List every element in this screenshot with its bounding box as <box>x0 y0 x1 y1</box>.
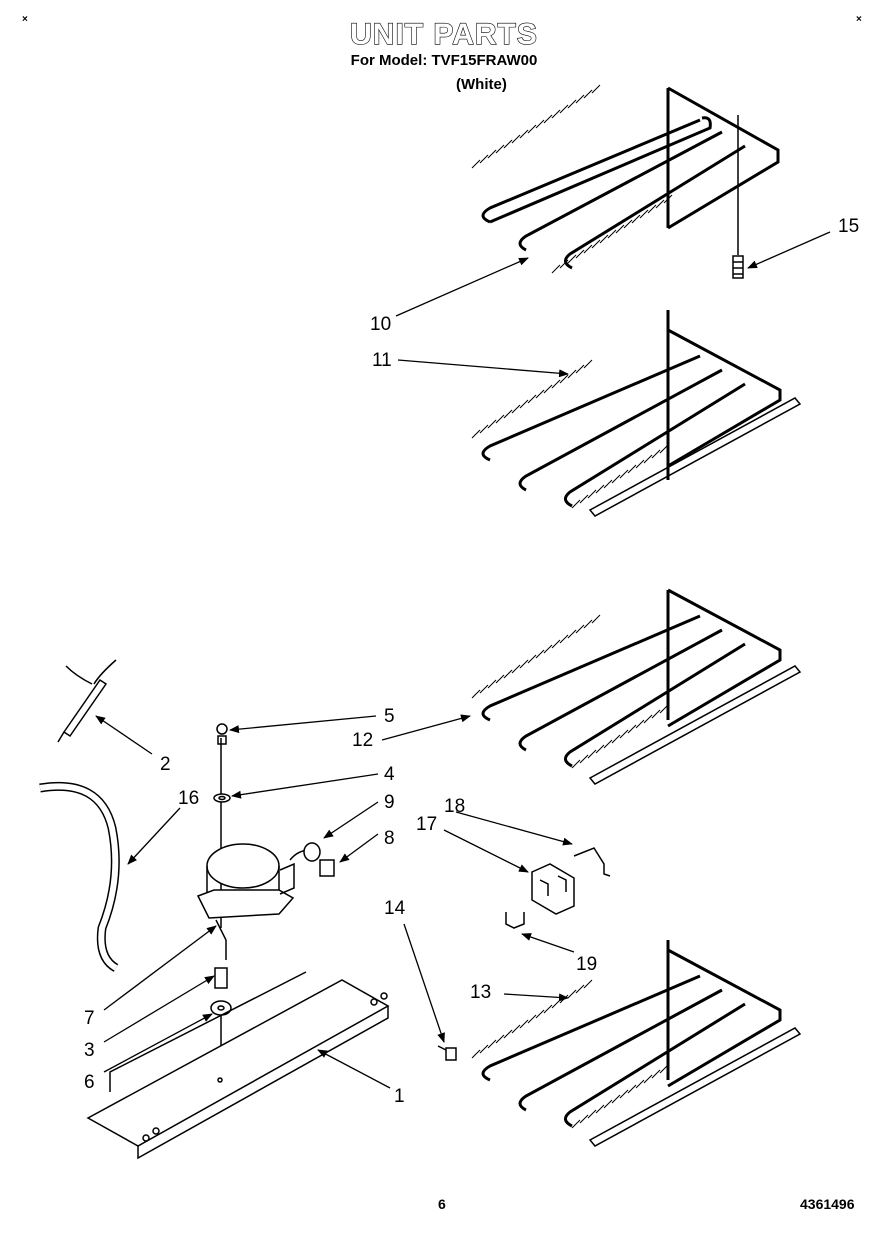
callout-17: 17 <box>416 814 437 835</box>
thermistor-part-2 <box>57 659 117 743</box>
callout-2: 2 <box>160 754 171 775</box>
clip-part-19 <box>505 912 525 929</box>
page-number: 6 <box>438 1196 446 1212</box>
corner-mark-right: × <box>856 14 862 25</box>
callout-13: 13 <box>470 982 491 1003</box>
document-number: 4361496 <box>800 1196 855 1212</box>
callout-4: 4 <box>384 764 395 785</box>
callout-1: 1 <box>394 1086 405 1107</box>
color-line: (White) <box>456 76 507 93</box>
callout-7: 7 <box>84 1008 95 1029</box>
callout-10: 10 <box>370 314 391 335</box>
callout-16: 16 <box>178 788 199 809</box>
clip-part-18 <box>573 847 611 877</box>
shelf-part-11 <box>471 310 802 517</box>
callout-3: 3 <box>84 1040 95 1061</box>
model-line: For Model: TVF15FRAW00 <box>350 52 538 69</box>
screw-part-15 <box>732 115 744 279</box>
corner-mark-left: × <box>22 14 28 25</box>
shelf-part-10 <box>471 84 780 274</box>
callout-8: 8 <box>384 828 395 849</box>
callout-5: 5 <box>384 706 395 727</box>
shelf-part-12 <box>471 588 802 785</box>
callout-19: 19 <box>576 954 597 975</box>
callout-15: 15 <box>838 216 859 237</box>
page-title: UNIT PARTS <box>350 17 538 51</box>
bolt-part-14 <box>437 1045 457 1061</box>
callout-9: 9 <box>384 792 395 813</box>
tubing-part-16 <box>39 781 120 972</box>
callout-18: 18 <box>444 796 465 817</box>
shelf-part-13 <box>471 940 802 1147</box>
leader-lines <box>95 231 831 1089</box>
base-plate-part-1 <box>86 971 390 1160</box>
compressor-part-7 <box>196 723 335 1080</box>
callout-6: 6 <box>84 1072 95 1093</box>
callout-12: 12 <box>352 730 373 751</box>
callout-11: 11 <box>372 350 392 371</box>
callout-14: 14 <box>384 898 406 919</box>
relay-part-17 <box>531 863 575 915</box>
